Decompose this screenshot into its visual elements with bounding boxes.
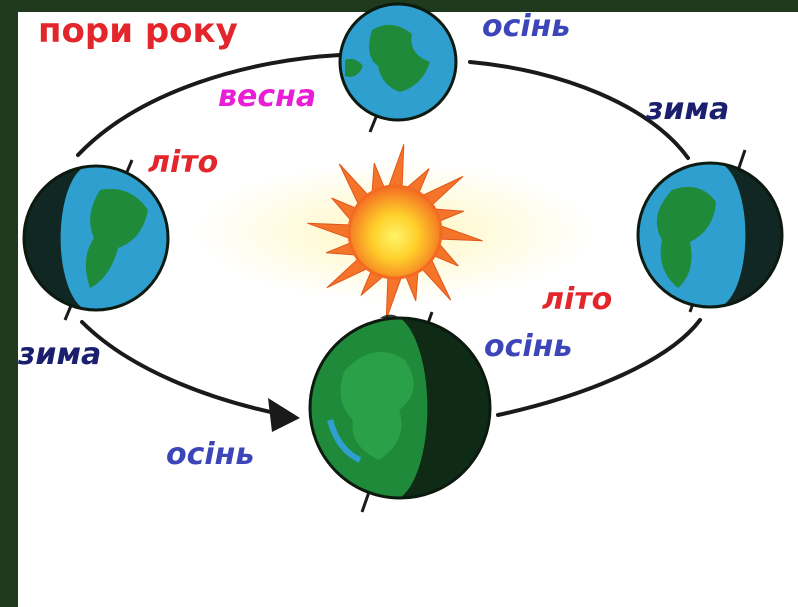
orbit-path xyxy=(76,53,702,417)
label-winter-right: зима xyxy=(646,92,730,127)
orbit-direction-arrow-icon xyxy=(268,398,300,432)
earth-globe-icon-top xyxy=(338,2,458,133)
label-autumn-top: осінь xyxy=(482,9,571,44)
sun-icon xyxy=(195,144,595,320)
label-autumn-bottom-right: осінь xyxy=(484,329,573,364)
earth-globe-icon-left xyxy=(22,159,170,321)
label-summer-right: літо xyxy=(542,282,613,317)
label-summer-left: літо xyxy=(148,145,219,180)
diagram-title: пори року xyxy=(38,11,238,51)
orbit-segment-bottom-left xyxy=(80,320,287,417)
orbit-segment-top-right xyxy=(468,60,690,160)
label-autumn-bottom-left: осінь xyxy=(166,437,255,472)
earth-globe-icon-right xyxy=(636,149,784,313)
orbit-segment-top-left xyxy=(76,53,342,157)
label-winter-left: зима xyxy=(18,337,102,372)
orbit-segment-bottom-right xyxy=(496,318,702,417)
earth-globe-icon-bottom xyxy=(308,311,492,513)
label-spring-top: весна xyxy=(218,79,317,114)
